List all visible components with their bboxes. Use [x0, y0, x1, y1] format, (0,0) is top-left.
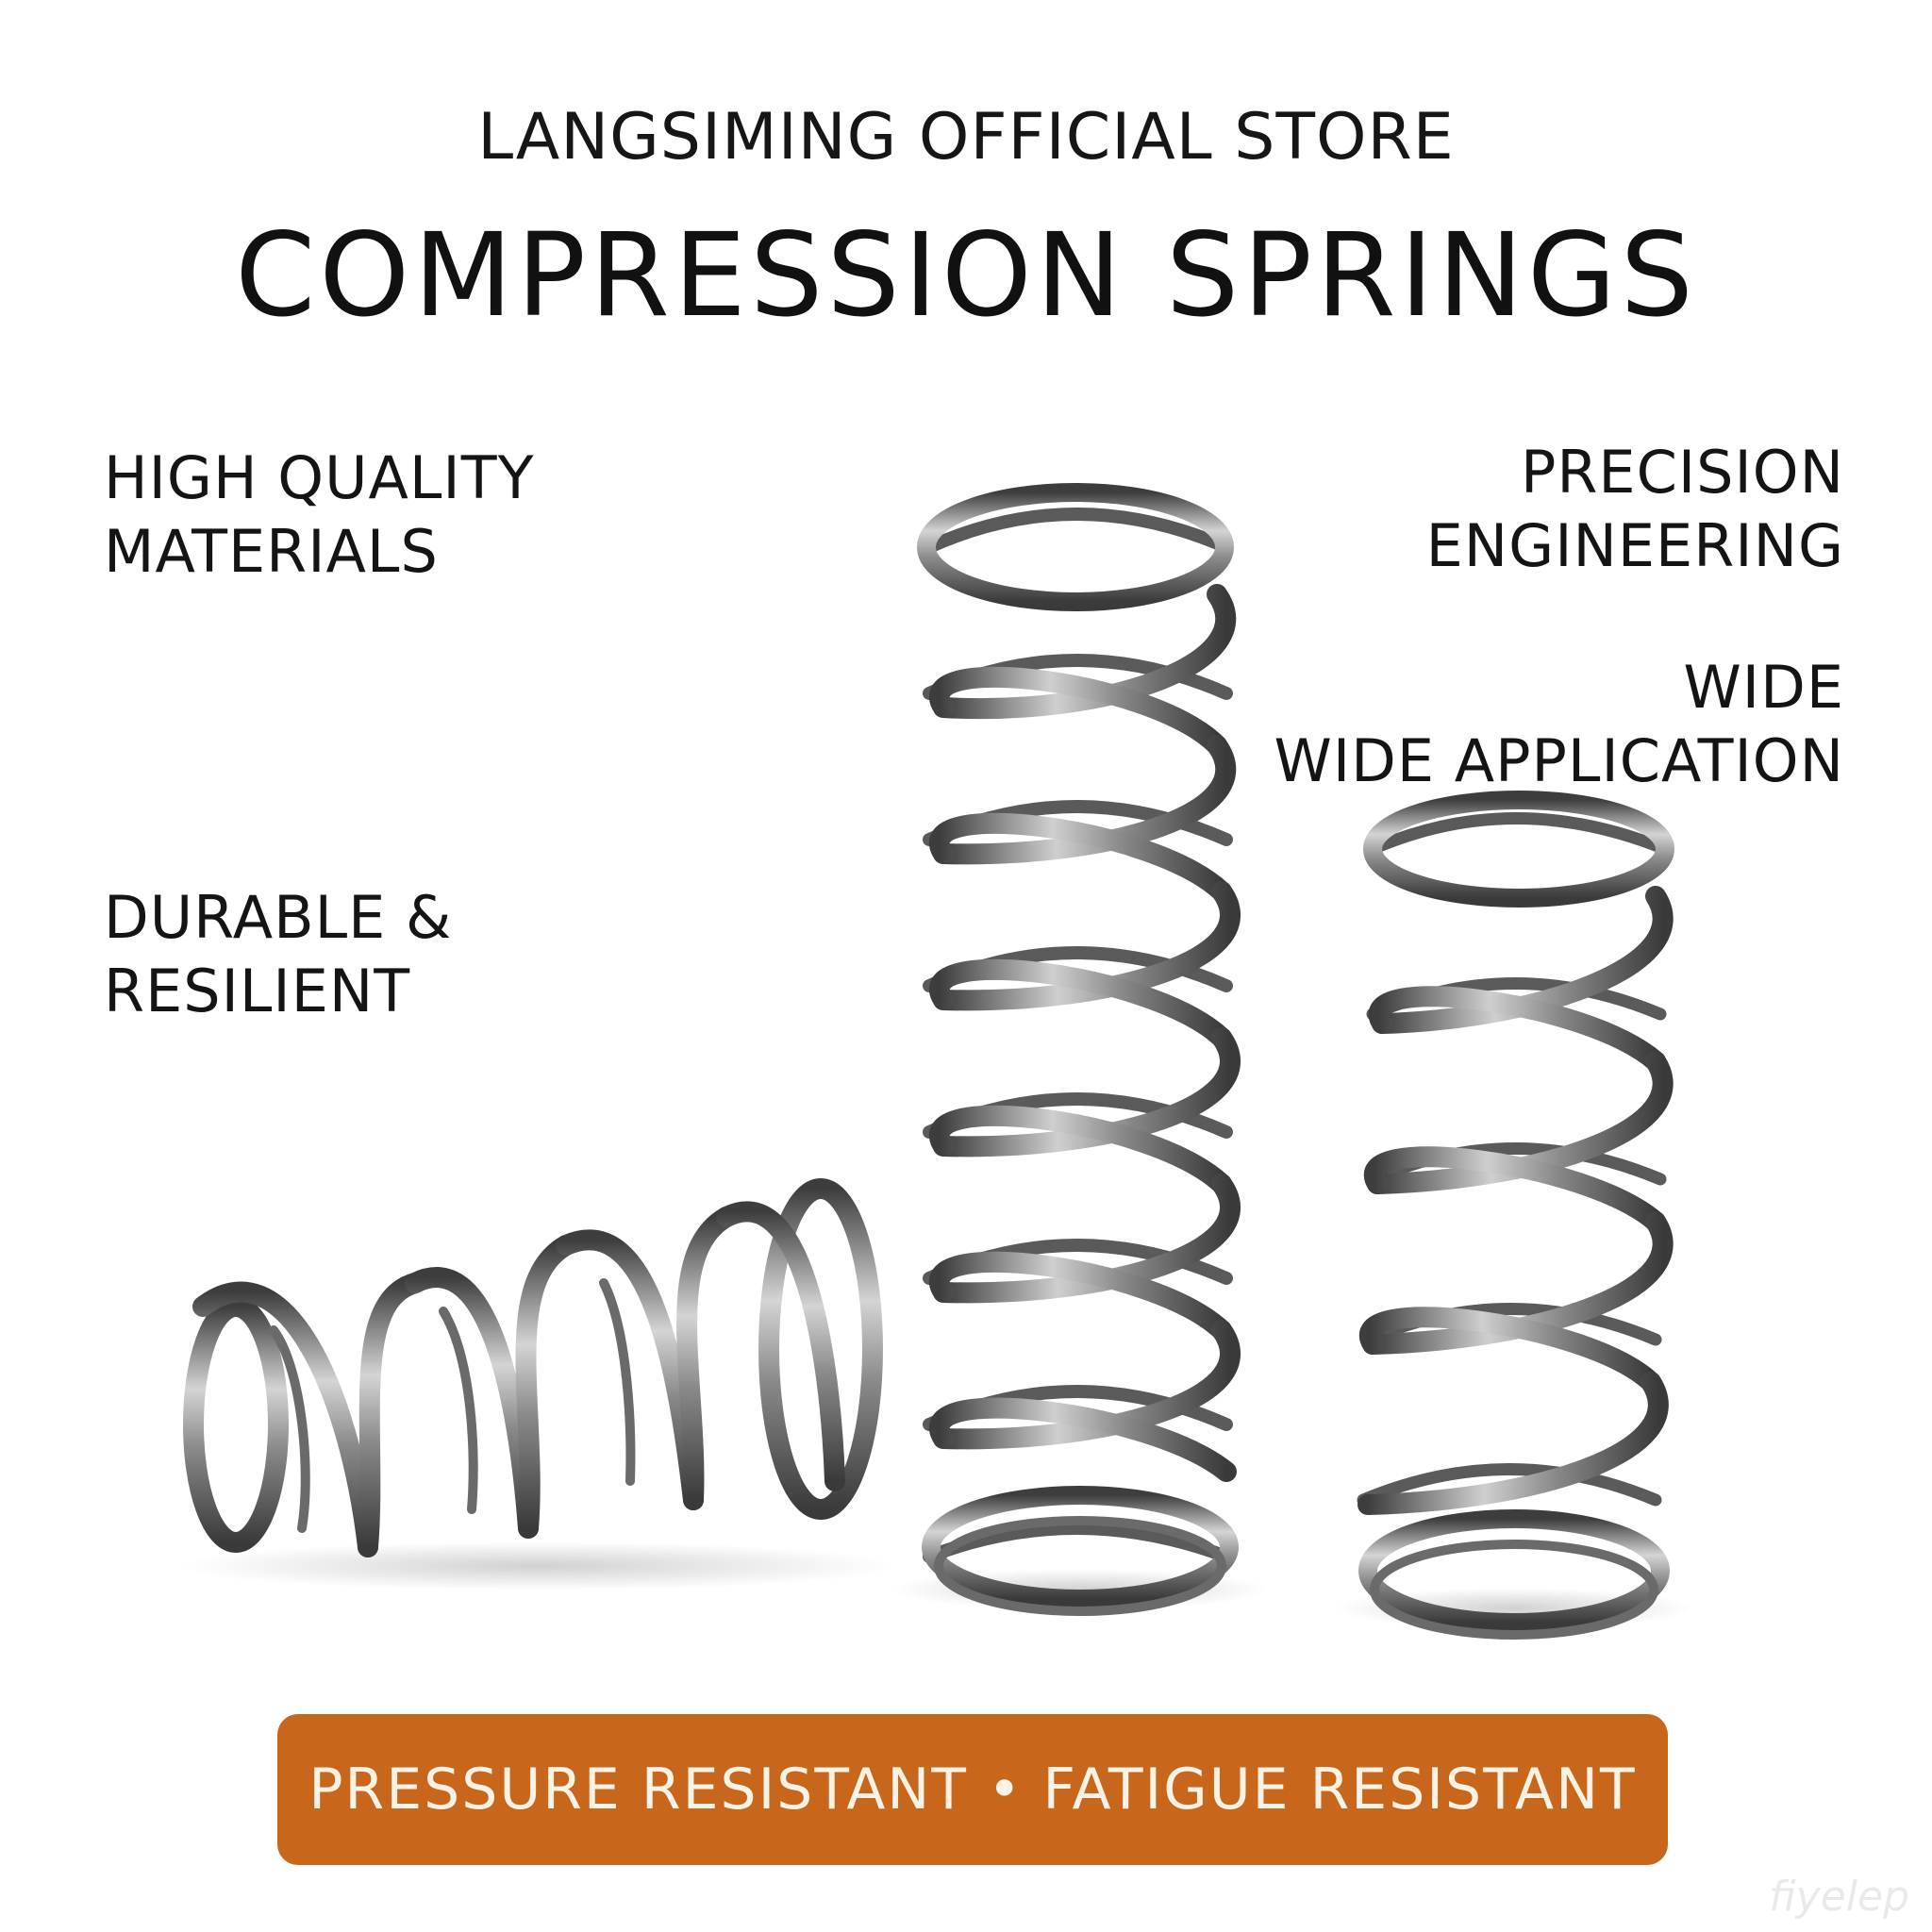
feature-line: RESILIENT: [104, 957, 411, 1025]
product-title: COMPRESSION SPRINGS: [235, 208, 1697, 342]
feature-high-quality: HIGH QUALITY MATERIALS: [104, 441, 534, 589]
spring-shadow: [179, 1541, 896, 1591]
feature-line: DURABLE &: [104, 883, 453, 952]
feature-line: ENGINEERING: [1425, 511, 1844, 580]
feature-line: WIDE: [1683, 653, 1844, 722]
feature-precision: PRECISION ENGINEERING: [1426, 436, 1844, 583]
banner-text: PRESSURE RESISTANT • FATIGUE RESISTANT: [308, 1757, 1637, 1823]
resistance-banner: PRESSURE RESISTANT • FATIGUE RESISTANT: [277, 1714, 1668, 1865]
feature-line: PRECISION: [1520, 438, 1844, 507]
spring-lying: [183, 1178, 883, 1557]
spring-tall: [917, 483, 1241, 1616]
spring-right: [1357, 791, 1674, 1640]
feature-line: WIDE APPLICATION: [1274, 726, 1844, 795]
feature-line: MATERIALS: [104, 517, 439, 586]
feature-durable: DURABLE & RESILIENT: [104, 881, 452, 1028]
watermark: fiyelep: [1769, 1873, 1909, 1921]
store-name: LANGSIMING OFFICIAL STORE: [477, 100, 1455, 175]
feature-line: HIGH QUALITY: [104, 443, 535, 512]
feature-wide-application: WIDE WIDE APPLICATION: [1274, 651, 1844, 798]
